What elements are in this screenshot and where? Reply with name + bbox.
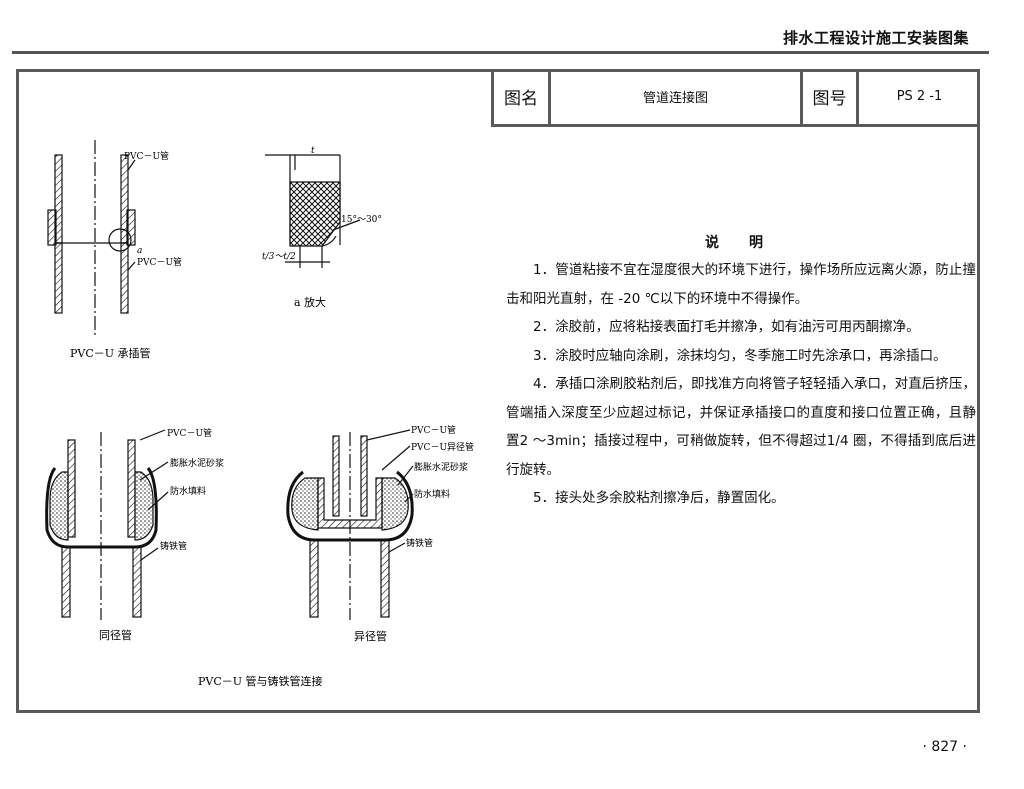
fig2-dim-top: t — [311, 146, 315, 156]
header-rule — [12, 51, 989, 54]
fig3-label-0: PVC－U管 — [167, 427, 212, 439]
drawing-name-label-cell: 图名 — [494, 69, 551, 124]
fig1-caption: PVC－U 承插管 — [70, 346, 151, 360]
drawing-number-label-cell: 图号 — [803, 69, 859, 124]
fig3-label-2: 防水填料 — [170, 485, 206, 497]
pipe-connection-drawing: PVC－U管 PVC－U管 a PVC－U 承插管 t 15°～30° t/3～… — [45, 140, 474, 688]
fig3-caption: 同径管 — [99, 628, 132, 642]
fig4-label-0: PVC－U管 — [411, 424, 456, 436]
bottom-caption: PVC－U 管与铸铁管连接 — [198, 674, 323, 688]
fig-socket-pipe — [47, 140, 136, 335]
drawing-number-label: 图号 — [812, 89, 847, 109]
drawing-name-label: 图名 — [504, 89, 538, 109]
fig4-label-2: 膨胀水泥砂浆 — [414, 461, 468, 473]
fig1-label-top: PVC－U管 — [124, 150, 169, 162]
drawing-frame — [16, 69, 980, 713]
fig2-dim-bottom: t/3～t/2 — [262, 252, 296, 262]
fig3-label-1: 膨胀水泥砂浆 — [170, 457, 224, 469]
fig2-caption: a 放大 — [294, 295, 326, 309]
fig1-label-bottom: PVC－U管 — [137, 256, 182, 268]
description-item: 5．接头处多余胶粘剂擦净后，静置固化。 — [533, 490, 785, 506]
fig2-angle: 15°～30° — [341, 215, 382, 225]
fig4-caption: 异径管 — [354, 629, 387, 643]
header-title: 排水工程设计施工安装图集 — [782, 29, 969, 47]
drawing-number-value-cell: PS 2 -1 — [859, 69, 980, 124]
fig-reducer — [286, 429, 414, 620]
description-item: 1．管道粘接不宜在湿度很大的环境下进行，操作场所应远离火源，防止撞击和阳光直射，… — [506, 262, 976, 307]
description-item: 3．涂胶时应轴向涂刷，涂抹均匀，冬季施工时先涂承口，再涂插口。 — [533, 347, 947, 364]
page-number: · 827 · — [922, 739, 967, 755]
fig3-label-3: 铸铁管 — [160, 540, 187, 552]
title-block: 图名 管道连接图 图号 PS 2 -1 — [491, 69, 980, 127]
fig-same-diameter — [45, 429, 169, 620]
description-item: 4．承插口涂刷胶粘剂后，即找准方向将管子轻轻插入承口，对直后挤压，管端插入深度至… — [506, 376, 976, 478]
description-title: 说明 — [705, 235, 793, 251]
drawing-number-value: PS 2 -1 — [896, 89, 943, 104]
drawing-name-value: 管道连接图 — [642, 91, 708, 106]
description-body: 1．管道粘接不宜在湿度很大的环境下进行，操作场所应远离火源，防止撞击和阳光直射，… — [506, 256, 976, 513]
drawing-name-value-cell: 管道连接图 — [551, 69, 803, 124]
fig4-label-1: PVC－U异径管 — [411, 441, 474, 453]
fig1-callout: a — [137, 246, 142, 256]
description-item: 2．涂胶前，应将粘接表面打毛并擦净，如有油污可用丙酮擦净。 — [533, 319, 920, 335]
fig4-label-3: 防水填料 — [414, 488, 450, 500]
fig4-label-4: 铸铁管 — [406, 537, 433, 549]
fig-detail-a — [265, 154, 361, 268]
